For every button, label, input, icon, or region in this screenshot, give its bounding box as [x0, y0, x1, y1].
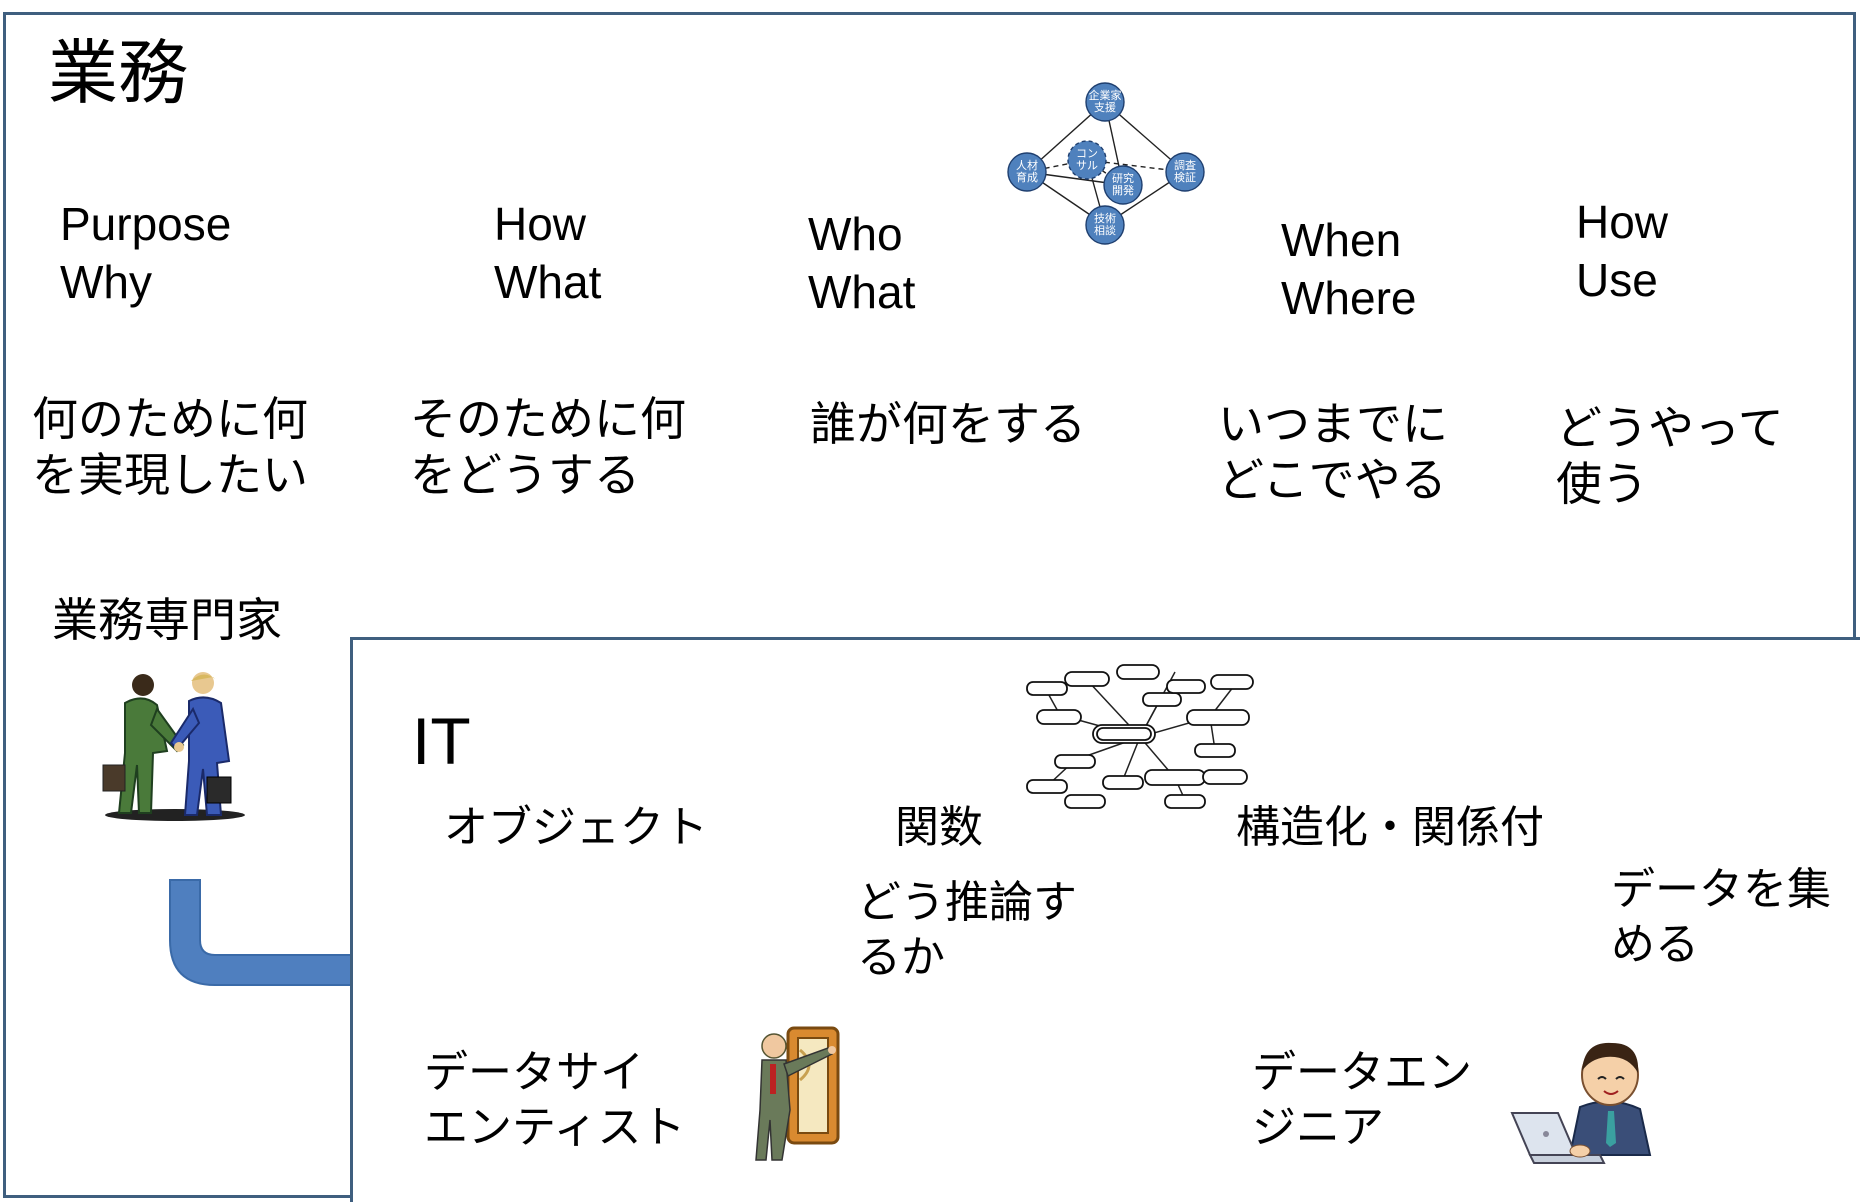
handshake-illustration [95, 665, 255, 825]
data-scientist-label: データサイ エンティスト [424, 1045, 685, 1155]
question-en-purpose: Purpose Why [60, 196, 231, 311]
organization-network-diagram: 企業家支援 人材育成 コンサル 研究開発 調査検証 技術相談 [995, 80, 1225, 250]
presenter-illustration [748, 1020, 858, 1165]
it-inference: どう推論す るか [857, 875, 1077, 985]
business-title: 業務 [48, 30, 188, 118]
expert-label: 業務専門家 [52, 592, 282, 648]
mind-map-illustration [1025, 660, 1255, 815]
svg-text:研究開発: 研究開発 [1112, 171, 1134, 197]
engineer-illustration [1510, 1035, 1660, 1170]
question-jp-purpose: 何のために何 を実現したい [32, 391, 308, 503]
svg-text:調査検証: 調査検証 [1174, 158, 1196, 184]
data-engineer-label: データエン ジニア [1252, 1045, 1472, 1155]
it-object: オブジェクト [444, 800, 708, 855]
svg-text:コンサル: コンサル [1076, 147, 1098, 172]
it-structure: 構造化・関係付 [1236, 800, 1544, 855]
question-jp-when-where: いつまでに どこでやる [1218, 396, 1448, 508]
it-collect-data: データを集 める [1611, 862, 1831, 972]
svg-text:技術相談: 技術相談 [1094, 212, 1116, 237]
it-function: 関数 [895, 800, 983, 855]
question-en-when-where: When Where [1281, 212, 1416, 327]
question-jp-how-use: どうやって 使う [1556, 400, 1784, 512]
node-label-1a: 企業家 [1089, 88, 1122, 102]
question-en-how-use: How Use [1576, 194, 1668, 309]
question-en-how-what: How What [494, 196, 601, 311]
it-title: IT [412, 700, 471, 783]
question-jp-who-what: 誰が何をする [810, 396, 1086, 452]
question-jp-how-what: そのために何 をどうする [410, 391, 686, 503]
svg-text:人材育成: 人材育成 [1016, 158, 1038, 184]
question-en-who-what: Who What [808, 206, 915, 321]
